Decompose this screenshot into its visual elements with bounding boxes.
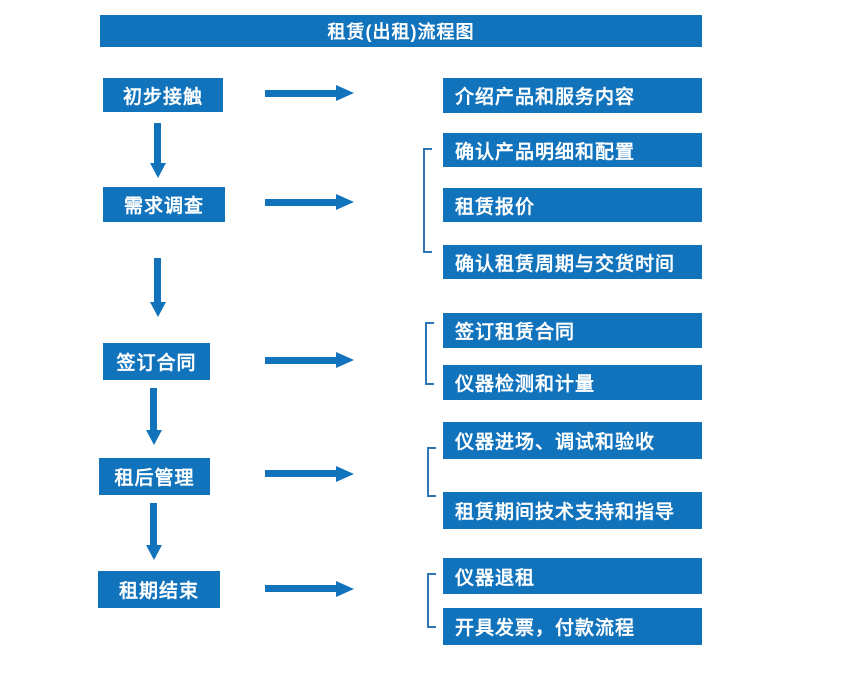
detail-box-tech-support: 租赁期间技术支持和指导	[443, 492, 702, 529]
arrow-right-5	[265, 585, 337, 592]
bracket-group-demand-survey	[423, 148, 432, 253]
flowchart-title: 租赁(出租)流程图	[100, 15, 702, 47]
detail-box-instrument-testing: 仪器检测和计量	[443, 365, 702, 400]
detail-box-confirm-details: 确认产品明细和配置	[443, 133, 702, 167]
arrow-down-1-head	[150, 163, 166, 178]
step-box-initial-contact: 初步接触	[103, 78, 223, 112]
bracket-group-lease-end	[427, 573, 436, 628]
arrow-down-2-head	[150, 302, 166, 317]
detail-box-intro-products: 介绍产品和服务内容	[443, 78, 702, 113]
arrow-right-5-head	[336, 581, 354, 597]
arrow-right-4-head	[336, 466, 354, 482]
arrow-right-4	[265, 470, 337, 477]
bracket-group-sign-contract	[425, 322, 434, 385]
arrow-right-1-head	[336, 85, 354, 101]
detail-box-sign-rental-contract: 签订租赁合同	[443, 313, 702, 348]
arrow-down-4-head	[146, 545, 162, 560]
step-box-lease-end: 租期结束	[98, 571, 220, 608]
detail-box-rental-quote: 租赁报价	[443, 188, 702, 222]
arrow-right-3	[265, 357, 337, 364]
arrow-down-3	[150, 388, 157, 430]
detail-box-instrument-setup: 仪器进场、调试和验收	[443, 422, 702, 459]
arrow-right-1	[265, 90, 337, 97]
step-box-post-rental-management: 租后管理	[99, 458, 210, 495]
arrow-down-1	[154, 123, 161, 163]
bracket-group-post-rental	[427, 447, 436, 497]
arrow-right-2	[265, 199, 337, 206]
arrow-right-2-head	[336, 194, 354, 210]
step-box-demand-survey: 需求调查	[103, 187, 225, 222]
arrow-down-2	[154, 258, 161, 302]
step-box-sign-contract: 签订合同	[103, 343, 210, 380]
arrow-down-3-head	[146, 430, 162, 445]
detail-box-invoice-payment: 开具发票，付款流程	[443, 608, 702, 645]
arrow-down-4	[150, 503, 157, 545]
detail-box-confirm-period: 确认租赁周期与交货时间	[443, 245, 702, 279]
detail-box-instrument-return: 仪器退租	[443, 558, 702, 594]
arrow-right-3-head	[336, 352, 354, 368]
